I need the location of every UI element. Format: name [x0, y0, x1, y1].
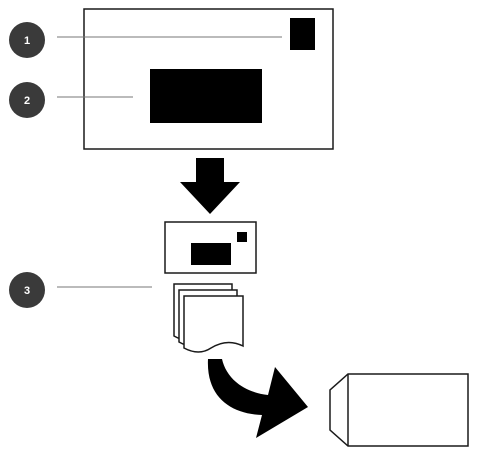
small-card-large-block	[191, 243, 231, 265]
callout-2-number: 2	[24, 95, 30, 107]
callout-3: 3	[9, 272, 152, 308]
down-arrow-icon	[180, 158, 240, 214]
callout-1: 1	[9, 22, 282, 58]
callout-3-number: 3	[24, 285, 30, 297]
callout-2-badge	[9, 82, 45, 118]
large-card-small-block	[290, 18, 315, 50]
envelope-body	[329, 373, 469, 447]
callout-3-badge	[9, 272, 45, 308]
small-card-small-block	[237, 232, 247, 242]
small-card	[164, 221, 257, 274]
callout-2: 2	[9, 82, 133, 118]
callout-1-badge	[9, 22, 45, 58]
large-card	[83, 8, 334, 150]
page-front	[183, 295, 244, 353]
curved-arrow-icon	[207, 359, 308, 438]
envelope-icon	[329, 373, 469, 447]
callout-1-number: 1	[24, 35, 30, 47]
large-card-large-block	[150, 69, 262, 123]
page-stack-icon	[173, 283, 244, 353]
